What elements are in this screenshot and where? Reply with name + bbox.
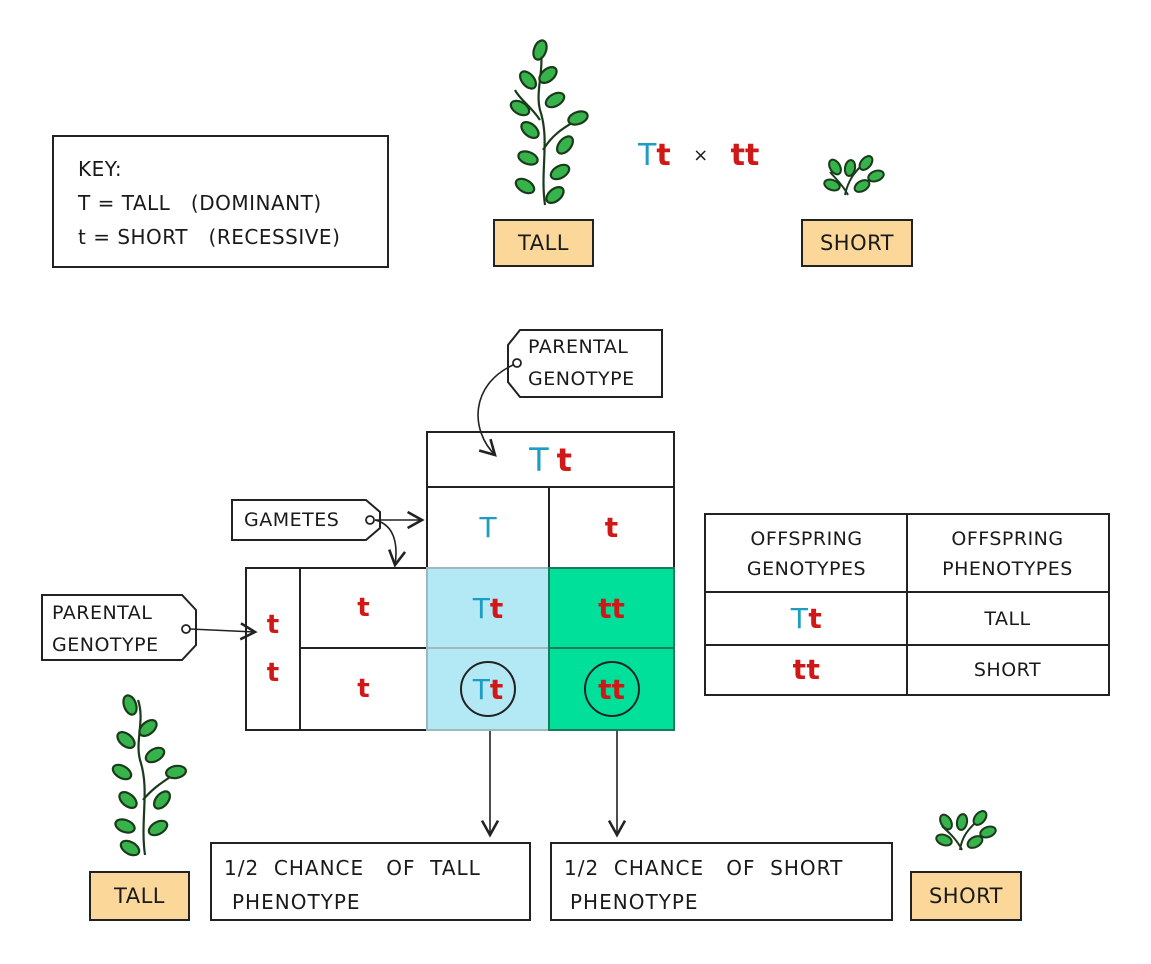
gamete-top-2-letter: t: [604, 511, 619, 544]
header-phenotypes-line1: OFFSPRING: [951, 527, 1064, 550]
r2c2-genotype: tt: [598, 672, 625, 706]
r2c1-dominant: T: [472, 672, 490, 706]
punnett-gamete-left-1: t: [299, 567, 428, 649]
punnett-left-parent-2: t: [266, 658, 280, 688]
tall-label-bottom: TALL: [89, 871, 190, 921]
punnett-left-parent: t t: [245, 567, 301, 731]
tall-chance-line1: 1/2 CHANCE OF TALL: [224, 856, 481, 880]
r1c2-genotype: tt: [598, 591, 625, 625]
parental-tag-top-line1: PARENTAL: [528, 336, 629, 358]
cross-times-sign: ×: [693, 145, 709, 166]
gametes-tag: GAMETES: [244, 509, 340, 531]
tall-plant-bottom-icon: [111, 694, 188, 857]
parental-tag-left-outline: [41, 594, 197, 661]
parental-tag-left-line1: PARENTAL: [52, 602, 153, 624]
row1-genotype-recessive: t: [808, 601, 823, 635]
row2-phenotype: SHORT: [973, 658, 1042, 681]
header-genotypes-line2: GENOTYPES: [746, 557, 867, 580]
gamete-top-1-letter: T: [479, 511, 497, 544]
short-chance-line1: 1/2 CHANCE OF SHORT: [564, 856, 844, 880]
parental-genotype-tag-left: PARENTAL GENOTYPE: [52, 597, 159, 661]
key-title: KEY:: [78, 157, 123, 181]
table-row-divider: [706, 644, 1108, 646]
cross-notation: Tt × tt: [638, 138, 759, 173]
punnett-offspring-r2c2: tt: [548, 647, 675, 731]
cross-parent1-recessive: t: [656, 138, 671, 173]
tall-chance-box: 1/2 CHANCE OF TALL PHENOTYPE: [210, 842, 531, 921]
cross-parent1-dominant: T: [638, 138, 657, 173]
punnett-top-parent-recessive: t: [556, 440, 572, 479]
row2-genotype-text: tt: [792, 652, 821, 686]
short-plant-bottom-icon: [935, 810, 997, 851]
key-recessive-line: t = SHORT (RECESSIVE): [78, 225, 341, 249]
short-plant-top-icon: [823, 155, 885, 196]
gametes-tag-outline: [231, 499, 381, 541]
row1-phenotype: TALL: [984, 607, 1031, 630]
r2c2-circle: tt: [583, 661, 640, 717]
cross-parent2: tt: [730, 138, 760, 173]
short-label-top: SHORT: [801, 219, 913, 267]
table-vertical-divider: [906, 515, 908, 694]
gamete-left-2-letter: t: [357, 674, 370, 704]
header-genotypes: OFFSPRING GENOTYPES: [706, 515, 907, 592]
short-label-bottom: SHORT: [910, 871, 1022, 921]
key-box: KEY: T = TALL (DOMINANT) t = SHORT (RECE…: [52, 135, 389, 268]
short-chance-line2: PHENOTYPE: [570, 890, 699, 914]
parental-genotype-tag-top: PARENTAL GENOTYPE: [528, 331, 635, 395]
row1-genotype-dominant: T: [790, 601, 809, 635]
key-dominant-line: T = TALL (DOMINANT): [78, 191, 322, 215]
short-chance-box: 1/2 CHANCE OF SHORT PHENOTYPE: [550, 842, 893, 921]
tall-label-top: TALL: [493, 219, 594, 267]
parental-tag-top-outline: [507, 329, 663, 398]
punnett-gamete-top-1: T: [426, 486, 550, 569]
header-phenotypes: OFFSPRING PHENOTYPES: [907, 515, 1108, 592]
r1c1-dominant: T: [472, 591, 490, 625]
punnett-gamete-left-2: t: [299, 647, 428, 731]
header-phenotypes-line2: PHENOTYPES: [942, 557, 1073, 580]
offspring-table: OFFSPRING GENOTYPES OFFSPRING PHENOTYPES…: [704, 513, 1110, 696]
punnett-left-parent-1: t: [266, 610, 280, 640]
punnett-top-parent-dominant: T: [529, 440, 549, 479]
gamete-left-1-letter: t: [357, 593, 370, 623]
r1c1-recessive: t: [489, 591, 504, 625]
parental-tag-top-line2: GENOTYPE: [528, 368, 635, 390]
punnett-gamete-top-2: t: [548, 486, 675, 569]
row2-genotype: tt: [706, 645, 907, 694]
punnett-offspring-r1c2: tt: [548, 567, 675, 649]
tall-chance-line2: PHENOTYPE: [232, 890, 361, 914]
tall-plant-top-icon: [509, 39, 589, 206]
header-genotypes-line1: OFFSPRING: [750, 527, 863, 550]
r2c1-recessive: t: [489, 672, 504, 706]
parental-tag-left-line2: GENOTYPE: [52, 634, 159, 656]
table-header-divider: [706, 591, 1108, 593]
